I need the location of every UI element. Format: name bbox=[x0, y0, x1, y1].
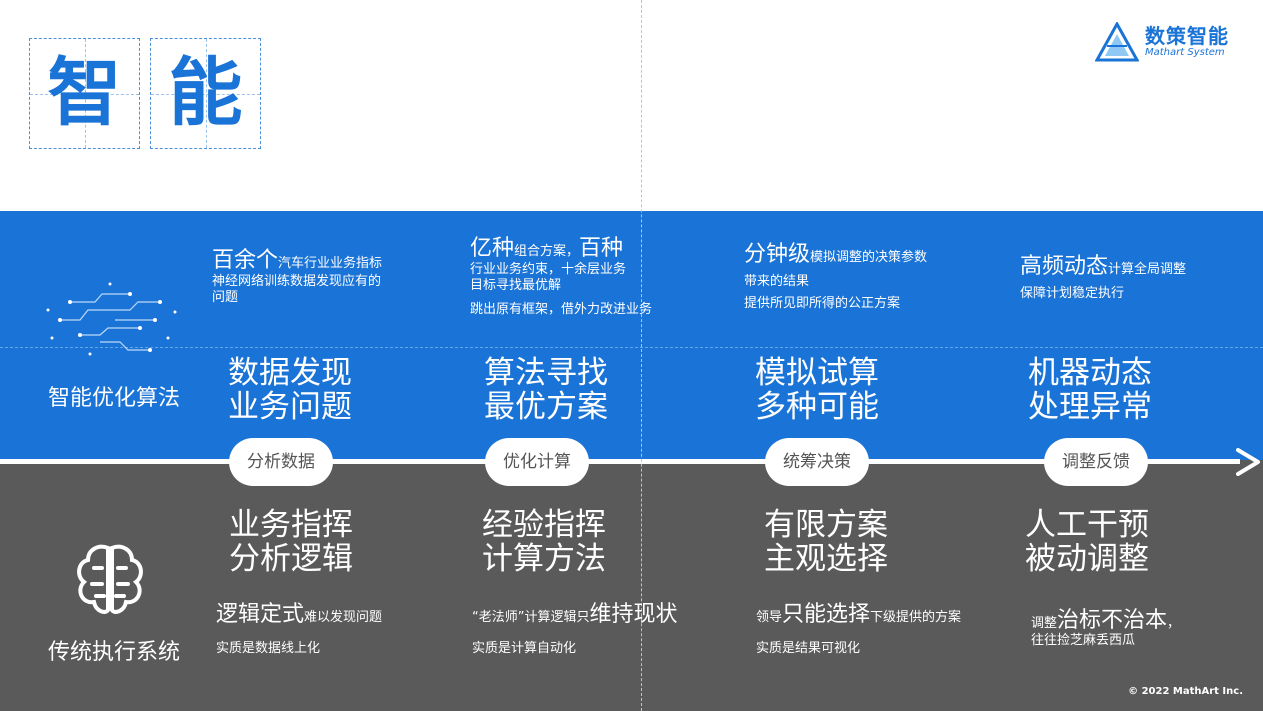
title-box-2: 能 bbox=[150, 38, 261, 149]
bottom-item-2-sub: 实质是计算自动化 bbox=[472, 641, 577, 656]
bottom-item-1-post: 难以发现问题 bbox=[304, 610, 383, 625]
logo-en: Mathart System bbox=[1145, 47, 1225, 58]
top-item-2-line4: 跳出原有框架，借外力改进业务 bbox=[470, 302, 653, 317]
circuit-brain-icon bbox=[46, 282, 177, 356]
bottom-item-1: 逻辑定式难以发现问题 实质是数据线上化 bbox=[216, 604, 436, 657]
top-item-3-small: 模拟调整的决策参数 bbox=[810, 250, 928, 265]
mid-title-2-line2: 最优方案 bbox=[484, 389, 608, 425]
top-item-2-line2: 行业业务约束，十余层业务 bbox=[470, 262, 627, 277]
low-title-2-line2: 计算方法 bbox=[482, 541, 606, 577]
low-title-4-line2: 被动调整 bbox=[1025, 541, 1149, 577]
top-item-2: 亿种组合方案，百种 行业业务约束，十余层业务 目标寻找最优解 跳出原有框架，借外… bbox=[470, 236, 680, 318]
low-title-1: 业务指挥 分析逻辑 bbox=[229, 508, 353, 576]
top-item-2-big: 亿种 bbox=[470, 236, 515, 261]
pill-optimize-compute: 优化计算 bbox=[485, 438, 589, 486]
low-title-2: 经验指挥 计算方法 bbox=[482, 508, 606, 576]
timeline-arrow-line bbox=[0, 459, 1240, 464]
low-title-4: 人工干预 被动调整 bbox=[1025, 508, 1149, 576]
bottom-item-3: 领导只能选择下级提供的方案 实质是结果可视化 bbox=[756, 604, 996, 657]
bottom-item-2-pre: “老法师”计算逻辑只 bbox=[472, 610, 590, 625]
mid-title-3-line1: 模拟试算 bbox=[755, 355, 879, 391]
top-item-4-line2: 保障计划稳定执行 bbox=[1020, 286, 1125, 301]
bottom-item-3-sub: 实质是结果可视化 bbox=[756, 641, 861, 656]
bottom-item-4: 调整治标不治本， 往往捡芝麻丢西瓜 bbox=[1031, 610, 1231, 649]
bottom-item-4-sub: 往往捡芝麻丢西瓜 bbox=[1031, 633, 1136, 648]
low-title-3: 有限方案 主观选择 bbox=[764, 508, 888, 576]
bottom-item-3-post: 下级提供的方案 bbox=[870, 610, 962, 625]
side-label-smart: 智能优化算法 bbox=[48, 386, 181, 411]
center-divider bbox=[641, 0, 642, 711]
top-item-1: 百余个汽车行业业务指标 神经网络训练数据发现应有的 问题 bbox=[212, 248, 412, 306]
arrow-right-icon bbox=[1236, 448, 1260, 476]
mid-title-2: 算法寻找 最优方案 bbox=[484, 356, 608, 424]
band-divider bbox=[0, 347, 1263, 348]
top-item-1-line3: 问题 bbox=[212, 290, 239, 305]
logo-icon bbox=[1095, 22, 1139, 62]
top-item-1-big: 百余个 bbox=[212, 248, 279, 273]
mid-title-1: 数据发现 业务问题 bbox=[228, 356, 352, 424]
title-char-1: 智 bbox=[47, 50, 122, 136]
top-item-4: 高频动态计算全局调整 保障计划稳定执行 bbox=[1020, 254, 1240, 302]
bottom-item-2-big: 维持现状 bbox=[589, 602, 678, 627]
mid-title-1-line2: 业务问题 bbox=[228, 389, 352, 425]
low-title-4-line1: 人工干预 bbox=[1025, 507, 1149, 543]
low-title-3-line1: 有限方案 bbox=[764, 507, 888, 543]
top-item-3-line3: 提供所见即所得的公正方案 bbox=[744, 296, 901, 311]
top-item-1-line2: 神经网络训练数据发现应有的 bbox=[212, 274, 382, 289]
pill-coordinate-decision: 统筹决策 bbox=[765, 438, 869, 486]
mid-title-2-line1: 算法寻找 bbox=[484, 355, 608, 391]
pill-adjust-feedback: 调整反馈 bbox=[1044, 438, 1148, 486]
top-item-1-small: 汽车行业业务指标 bbox=[278, 256, 383, 271]
brain-icon bbox=[77, 544, 143, 614]
mid-title-4-line1: 机器动态 bbox=[1028, 355, 1152, 391]
mid-title-3-line2: 多种可能 bbox=[755, 389, 879, 425]
mid-title-4-line2: 处理异常 bbox=[1028, 389, 1152, 425]
logo-cn: 数策智能 bbox=[1145, 24, 1229, 48]
mid-title-1-line1: 数据发现 bbox=[228, 355, 352, 391]
bottom-item-3-pre: 领导 bbox=[756, 610, 783, 625]
bottom-item-1-big: 逻辑定式 bbox=[216, 602, 305, 627]
mid-title-3: 模拟试算 多种可能 bbox=[755, 356, 879, 424]
brand-logo: 数策智能 Mathart System bbox=[1095, 22, 1229, 62]
top-item-3: 分钟级模拟调整的决策参数 带来的结果 提供所见即所得的公正方案 bbox=[744, 242, 984, 312]
side-label-traditional: 传统执行系统 bbox=[48, 640, 181, 665]
top-item-4-small: 计算全局调整 bbox=[1108, 262, 1187, 277]
top-item-2-big2: 百种 bbox=[579, 236, 624, 261]
bottom-item-1-sub: 实质是数据线上化 bbox=[216, 641, 321, 656]
bottom-item-4-post: ， bbox=[1167, 616, 1181, 631]
title-box-1: 智 bbox=[29, 38, 140, 149]
low-title-1-line1: 业务指挥 bbox=[229, 507, 353, 543]
top-item-3-big: 分钟级 bbox=[744, 242, 811, 267]
top-item-2-line3: 目标寻找最优解 bbox=[470, 278, 562, 293]
copyright: © 2022 MathArt Inc. bbox=[1128, 686, 1243, 697]
mid-title-4: 机器动态 处理异常 bbox=[1028, 356, 1152, 424]
blue-band bbox=[0, 211, 1263, 460]
low-title-1-line2: 分析逻辑 bbox=[229, 541, 353, 577]
top-item-3-line2: 带来的结果 bbox=[744, 274, 810, 289]
top-item-4-big: 高频动态 bbox=[1020, 254, 1109, 279]
pill-analyze-data: 分析数据 bbox=[229, 438, 333, 486]
low-title-3-line2: 主观选择 bbox=[764, 541, 888, 577]
bottom-item-2: “老法师”计算逻辑只维持现状 实质是计算自动化 bbox=[472, 604, 712, 657]
bottom-item-4-pre: 调整 bbox=[1031, 616, 1058, 631]
title-char-2: 能 bbox=[168, 50, 243, 136]
top-item-2-small: 组合方案， bbox=[514, 244, 580, 259]
gray-band bbox=[0, 460, 1263, 711]
bottom-item-3-big: 只能选择 bbox=[782, 602, 871, 627]
low-title-2-line1: 经验指挥 bbox=[482, 507, 606, 543]
bottom-item-4-big: 治标不治本 bbox=[1057, 608, 1168, 633]
